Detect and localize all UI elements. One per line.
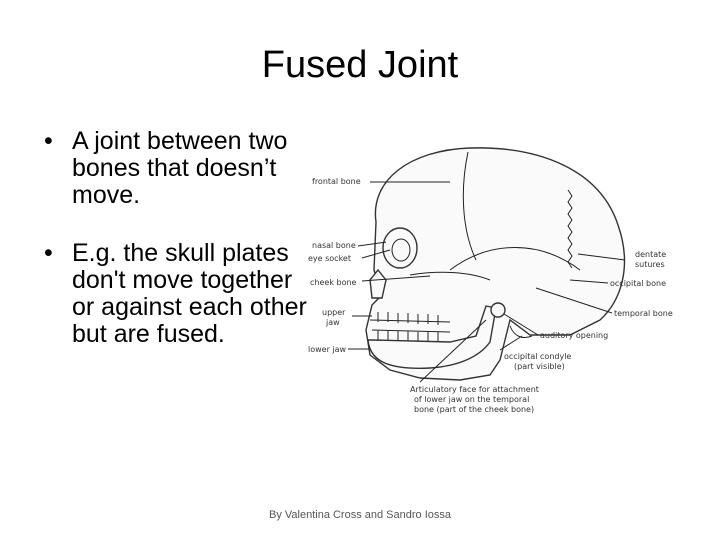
leader-line xyxy=(361,249,391,259)
bullet-list: • A joint between two bones that doesn’t… xyxy=(40,128,310,348)
bullet-text: E.g. the skull plates don't move togethe… xyxy=(72,239,307,348)
leader-line xyxy=(535,287,613,314)
label-occipital-bone: occipital bone xyxy=(610,279,666,288)
eye-socket-inner xyxy=(391,238,411,262)
eye-socket xyxy=(382,227,418,269)
bullet-text: A joint between two bones that doesn’t m… xyxy=(72,127,288,209)
bullet-marker: • xyxy=(44,239,53,267)
bullet-item: • E.g. the skull plates don't move toget… xyxy=(40,240,310,348)
bullet-item: • A joint between two bones that doesn’t… xyxy=(40,128,310,209)
label-eye-socket: eye socket xyxy=(308,254,351,263)
label-auditory-opening: auditory opening xyxy=(540,331,608,340)
leader-line xyxy=(419,319,487,383)
upper-teeth xyxy=(369,312,451,325)
label-dentate-sutures: sutures xyxy=(635,260,665,269)
temporal-suture xyxy=(449,247,581,271)
lower-teeth xyxy=(371,329,451,342)
label-occipital-condyle: (part visible) xyxy=(514,362,565,371)
coronal-suture xyxy=(462,151,477,261)
occipital-condyle xyxy=(509,325,533,339)
label-articulatory-face: of lower jaw on the temporal xyxy=(414,395,529,404)
leader-line xyxy=(577,253,626,261)
label-frontal-bone: frontal bone xyxy=(312,177,361,186)
label-cheek-bone: cheek bone xyxy=(310,278,357,287)
label-nasal-bone: nasal bone xyxy=(312,241,356,250)
label-lower-jaw: lower jaw xyxy=(308,345,347,354)
leader-line xyxy=(357,241,387,247)
nasal-opening xyxy=(369,268,387,299)
leader-line xyxy=(503,313,539,336)
label-upper-jaw: upper xyxy=(322,308,346,317)
label-upper-jaw: jaw xyxy=(325,318,340,327)
leader-line xyxy=(361,275,431,282)
slide-title: Fused Joint xyxy=(261,44,459,86)
label-occipital-condyle: occipital condyle xyxy=(504,352,571,361)
label-temporal-bone: temporal bone xyxy=(614,309,673,318)
bullet-marker: • xyxy=(44,127,53,155)
footer-credit: By Valentina Cross and Sandro Iossa xyxy=(268,509,451,521)
leader-line xyxy=(569,279,609,284)
label-dentate-sutures: dentate xyxy=(635,250,666,259)
auditory-opening xyxy=(490,302,506,318)
lambdoid-suture xyxy=(567,189,573,269)
cheek-bone xyxy=(409,271,491,281)
leader-line xyxy=(499,335,523,351)
label-articulatory-face: bone (part of the cheek bone) xyxy=(414,405,534,414)
skull-diagram: frontal bone nasal bone eye socket cheek… xyxy=(308,147,673,414)
label-articulatory-face: Articulatory face for attachment xyxy=(410,385,539,394)
